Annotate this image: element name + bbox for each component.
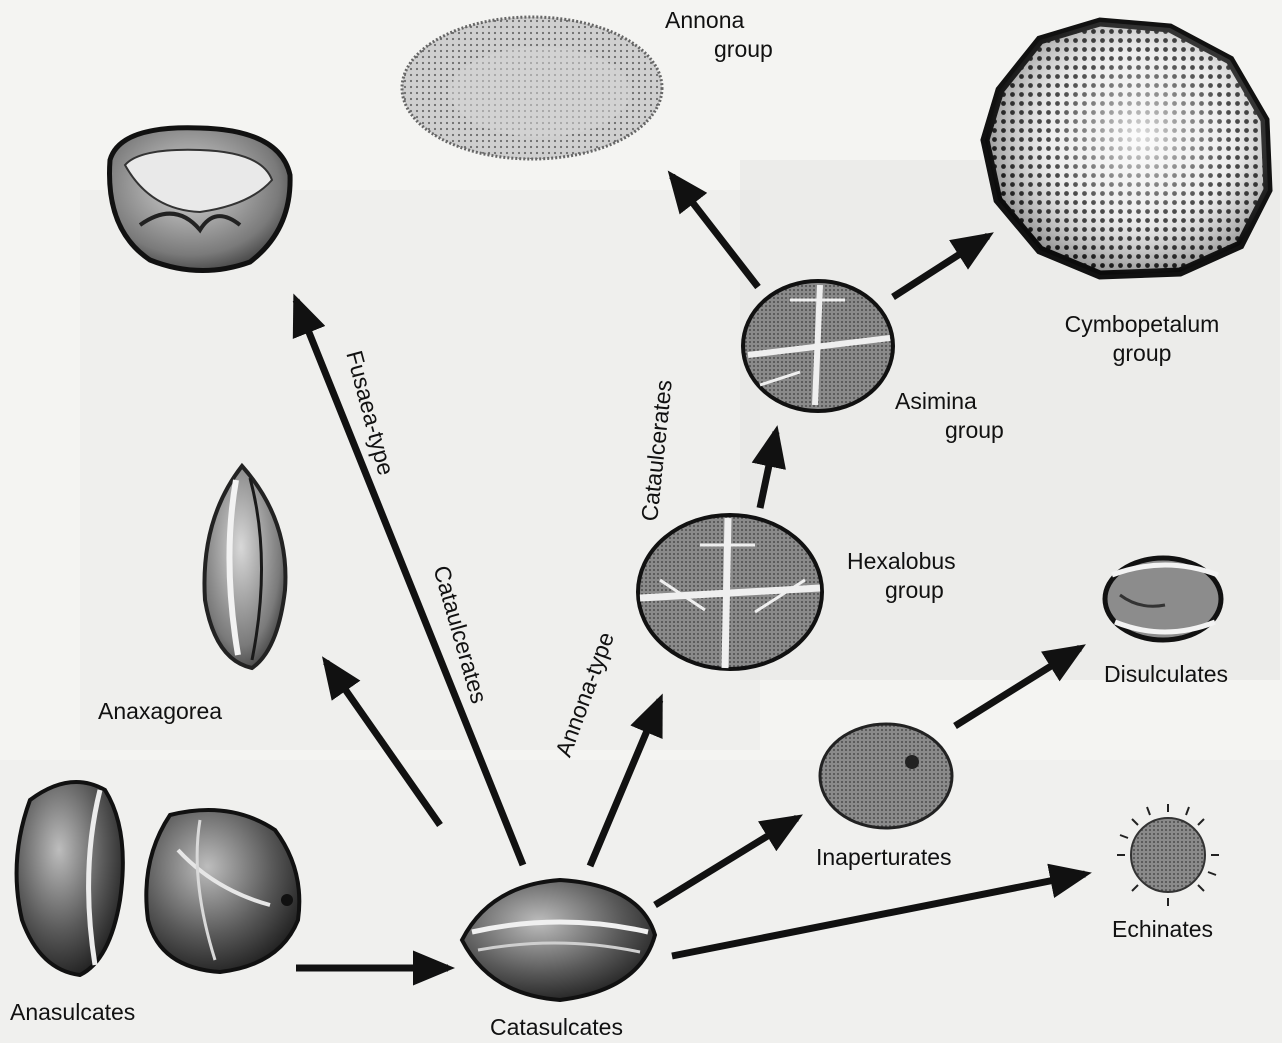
- hexalobus-grain: [638, 515, 822, 669]
- asimina-grain: [743, 281, 893, 411]
- echinates-grain: [1117, 804, 1219, 906]
- anasulcates-label: Anasulcates: [10, 998, 135, 1027]
- inaperturates-grain: [820, 724, 952, 828]
- catasulcates-label: Catasulcates: [490, 1013, 623, 1042]
- disulculates-label: Disulculates: [1104, 660, 1228, 689]
- echinates-label: Echinates: [1112, 915, 1213, 944]
- cymbopetalum-group-label: Cymbopetalum group: [1050, 310, 1234, 368]
- disulculates-grain: [1105, 558, 1221, 640]
- cymbopetalum-grain: [985, 22, 1268, 275]
- asimina-group-label: Asimina group: [895, 387, 1025, 445]
- annona-grain: [402, 17, 662, 159]
- hexalobus-group-label: Hexalobus group: [847, 547, 977, 605]
- anaxagorea-label: Anaxagorea: [98, 697, 222, 726]
- inaperturates-label: Inaperturates: [816, 843, 952, 872]
- annona-group-label: Annona group: [650, 6, 780, 64]
- fusaea-grain: [110, 128, 291, 271]
